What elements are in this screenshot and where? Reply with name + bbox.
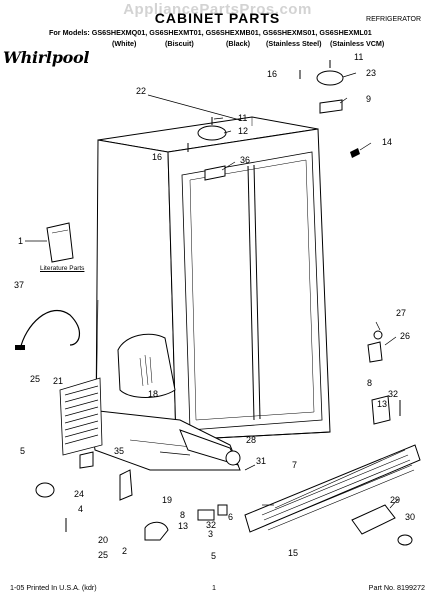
callout-12: 12 <box>238 126 249 136</box>
callout-8: 8 <box>180 510 186 520</box>
callout-14: 14 <box>382 137 393 147</box>
callout-22: 22 <box>136 86 147 96</box>
callout-35: 35 <box>114 446 125 456</box>
callout-13: 13 <box>178 521 189 531</box>
page-title: CABINET PARTS <box>154 10 281 26</box>
water-line-fitting <box>15 345 25 350</box>
callout-11: 11 <box>238 113 248 123</box>
callout-11b: 11 <box>354 52 364 62</box>
callout-37: 37 <box>14 280 25 290</box>
callout-26: 26 <box>400 331 411 341</box>
callout-7: 7 <box>292 460 298 470</box>
callout-27: 27 <box>396 308 407 318</box>
cabinet-right-face <box>167 128 331 441</box>
watermark: AppliancePartsPros.com <box>123 1 312 18</box>
base-grille <box>244 444 421 533</box>
callout-2: 2 <box>122 546 128 556</box>
filter-housing <box>179 429 241 466</box>
callout-30: 30 <box>405 512 416 522</box>
top-hinge-parts <box>187 60 344 181</box>
compressor-cover <box>89 409 241 471</box>
callout-23: 23 <box>366 68 377 78</box>
appliance-type: REFRIGERATOR <box>366 16 421 23</box>
lower-parts <box>35 451 228 541</box>
callout-6: 6 <box>228 512 234 522</box>
variant-black: (Black) <box>226 39 250 48</box>
variant-stainless-steel: (Stainless Steel) <box>266 39 322 48</box>
vent-grille <box>59 377 103 456</box>
callout-15: 15 <box>288 548 299 558</box>
rear-access-cover <box>117 333 176 398</box>
callout-25b: 25 <box>98 550 109 560</box>
callout-8b: 8 <box>367 378 373 388</box>
footer-page-number: 1 <box>212 583 216 592</box>
callout-16b: 16 <box>267 69 278 79</box>
brand-logo: Whirlpool <box>3 48 90 67</box>
callout-36: 36 <box>240 155 251 165</box>
callout-29: 29 <box>390 495 401 505</box>
callout-31: 31 <box>256 456 267 466</box>
footer-print-info: 1-05 Printed In U.S.A. (kdr) <box>10 583 97 592</box>
callout-24: 24 <box>74 489 85 499</box>
variant-white: (White) <box>112 39 137 48</box>
callout-16: 16 <box>152 152 163 162</box>
callout-32b: 32 <box>206 520 217 530</box>
callout-5: 5 <box>20 446 26 456</box>
water-filter <box>351 504 413 546</box>
callout-5b: 5 <box>211 551 217 561</box>
bottom-hinge-parts <box>367 330 401 425</box>
callout-25: 25 <box>30 374 41 384</box>
callout-3: 3 <box>208 529 214 539</box>
callout-1: 1 <box>18 236 24 246</box>
water-supply-line <box>19 309 80 351</box>
footer-part-number: Part No. 8199272 <box>368 583 425 592</box>
literature-parts-label: Literature Parts <box>40 265 85 272</box>
callout-4: 4 <box>78 504 84 514</box>
models-line: For Models: GS6SHEXMQ01, GS6SHEXMT01, GS… <box>49 28 372 37</box>
clip <box>350 148 360 158</box>
callout-32: 32 <box>388 389 399 399</box>
literature-booklet <box>46 222 74 263</box>
callout-21: 21 <box>53 376 64 386</box>
callout-20: 20 <box>98 535 109 545</box>
variant-stainless-vcm: (Stainless VCM) <box>330 39 385 48</box>
callout-9: 9 <box>366 94 372 104</box>
variant-biscuit: (Biscuit) <box>165 39 194 48</box>
callout-19: 19 <box>162 495 173 505</box>
callout-13b: 13 <box>377 399 388 409</box>
callout-28: 28 <box>246 435 257 445</box>
callout-18: 18 <box>148 389 159 399</box>
